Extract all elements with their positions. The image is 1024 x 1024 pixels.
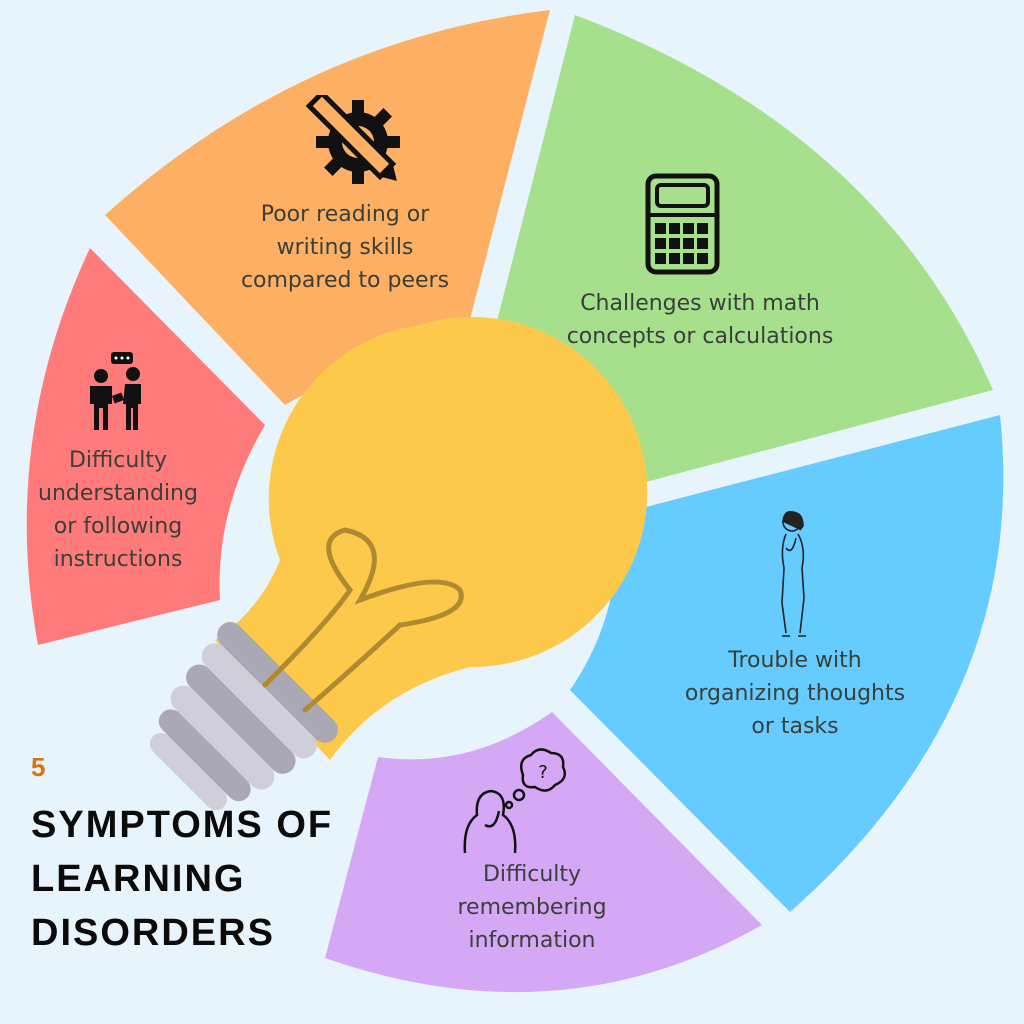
label-reading-writing: Poor reading or writing skills compared … xyxy=(241,198,449,297)
label-math: Challenges with math concepts or calcula… xyxy=(567,287,834,353)
label-line: Challenges with math xyxy=(580,291,820,316)
label-instructions: Difficulty understanding or following in… xyxy=(38,444,198,576)
segment-organizing xyxy=(570,415,1004,912)
segment-reading-writing xyxy=(105,10,550,405)
title-line: LEARNING xyxy=(31,858,246,900)
segment-remembering xyxy=(325,712,762,993)
thinking-woman-icon xyxy=(781,510,806,637)
label-line: writing skills xyxy=(276,235,414,260)
segment-math xyxy=(485,15,993,492)
label-line: or following xyxy=(53,514,183,539)
title-line: DISORDERS xyxy=(31,912,275,954)
label-line: Trouble with xyxy=(728,648,862,673)
label-organizing: Trouble with organizing thoughts or task… xyxy=(685,644,905,743)
page-title: SYMPTOMS OF LEARNING DISORDERS xyxy=(31,798,333,960)
title-line: SYMPTOMS OF xyxy=(31,804,334,846)
label-line: instructions xyxy=(53,547,183,572)
label-line: compared to peers xyxy=(240,268,450,293)
thought-bubble-question-icon: ? xyxy=(463,748,566,854)
label-line: understanding xyxy=(38,481,198,506)
label-line: organizing thoughts xyxy=(684,681,906,706)
label-line: Difficulty xyxy=(68,448,168,473)
people-talking-icon xyxy=(90,352,141,430)
svg-text:?: ? xyxy=(538,762,548,783)
label-line: or tasks xyxy=(751,714,839,739)
label-remembering: Difficulty remembering information xyxy=(457,858,606,957)
title-number: 5 xyxy=(31,752,46,782)
label-line: information xyxy=(468,928,596,953)
light-bulb-illustration xyxy=(149,317,648,811)
segment-instructions xyxy=(26,248,265,645)
gear-pencil-icon xyxy=(305,95,400,184)
label-line: Difficulty xyxy=(482,862,582,887)
label-line: Poor reading or xyxy=(260,202,430,227)
label-line: remembering xyxy=(457,895,607,920)
label-line: concepts or calculations xyxy=(566,324,834,349)
calculator-icon xyxy=(645,173,720,275)
